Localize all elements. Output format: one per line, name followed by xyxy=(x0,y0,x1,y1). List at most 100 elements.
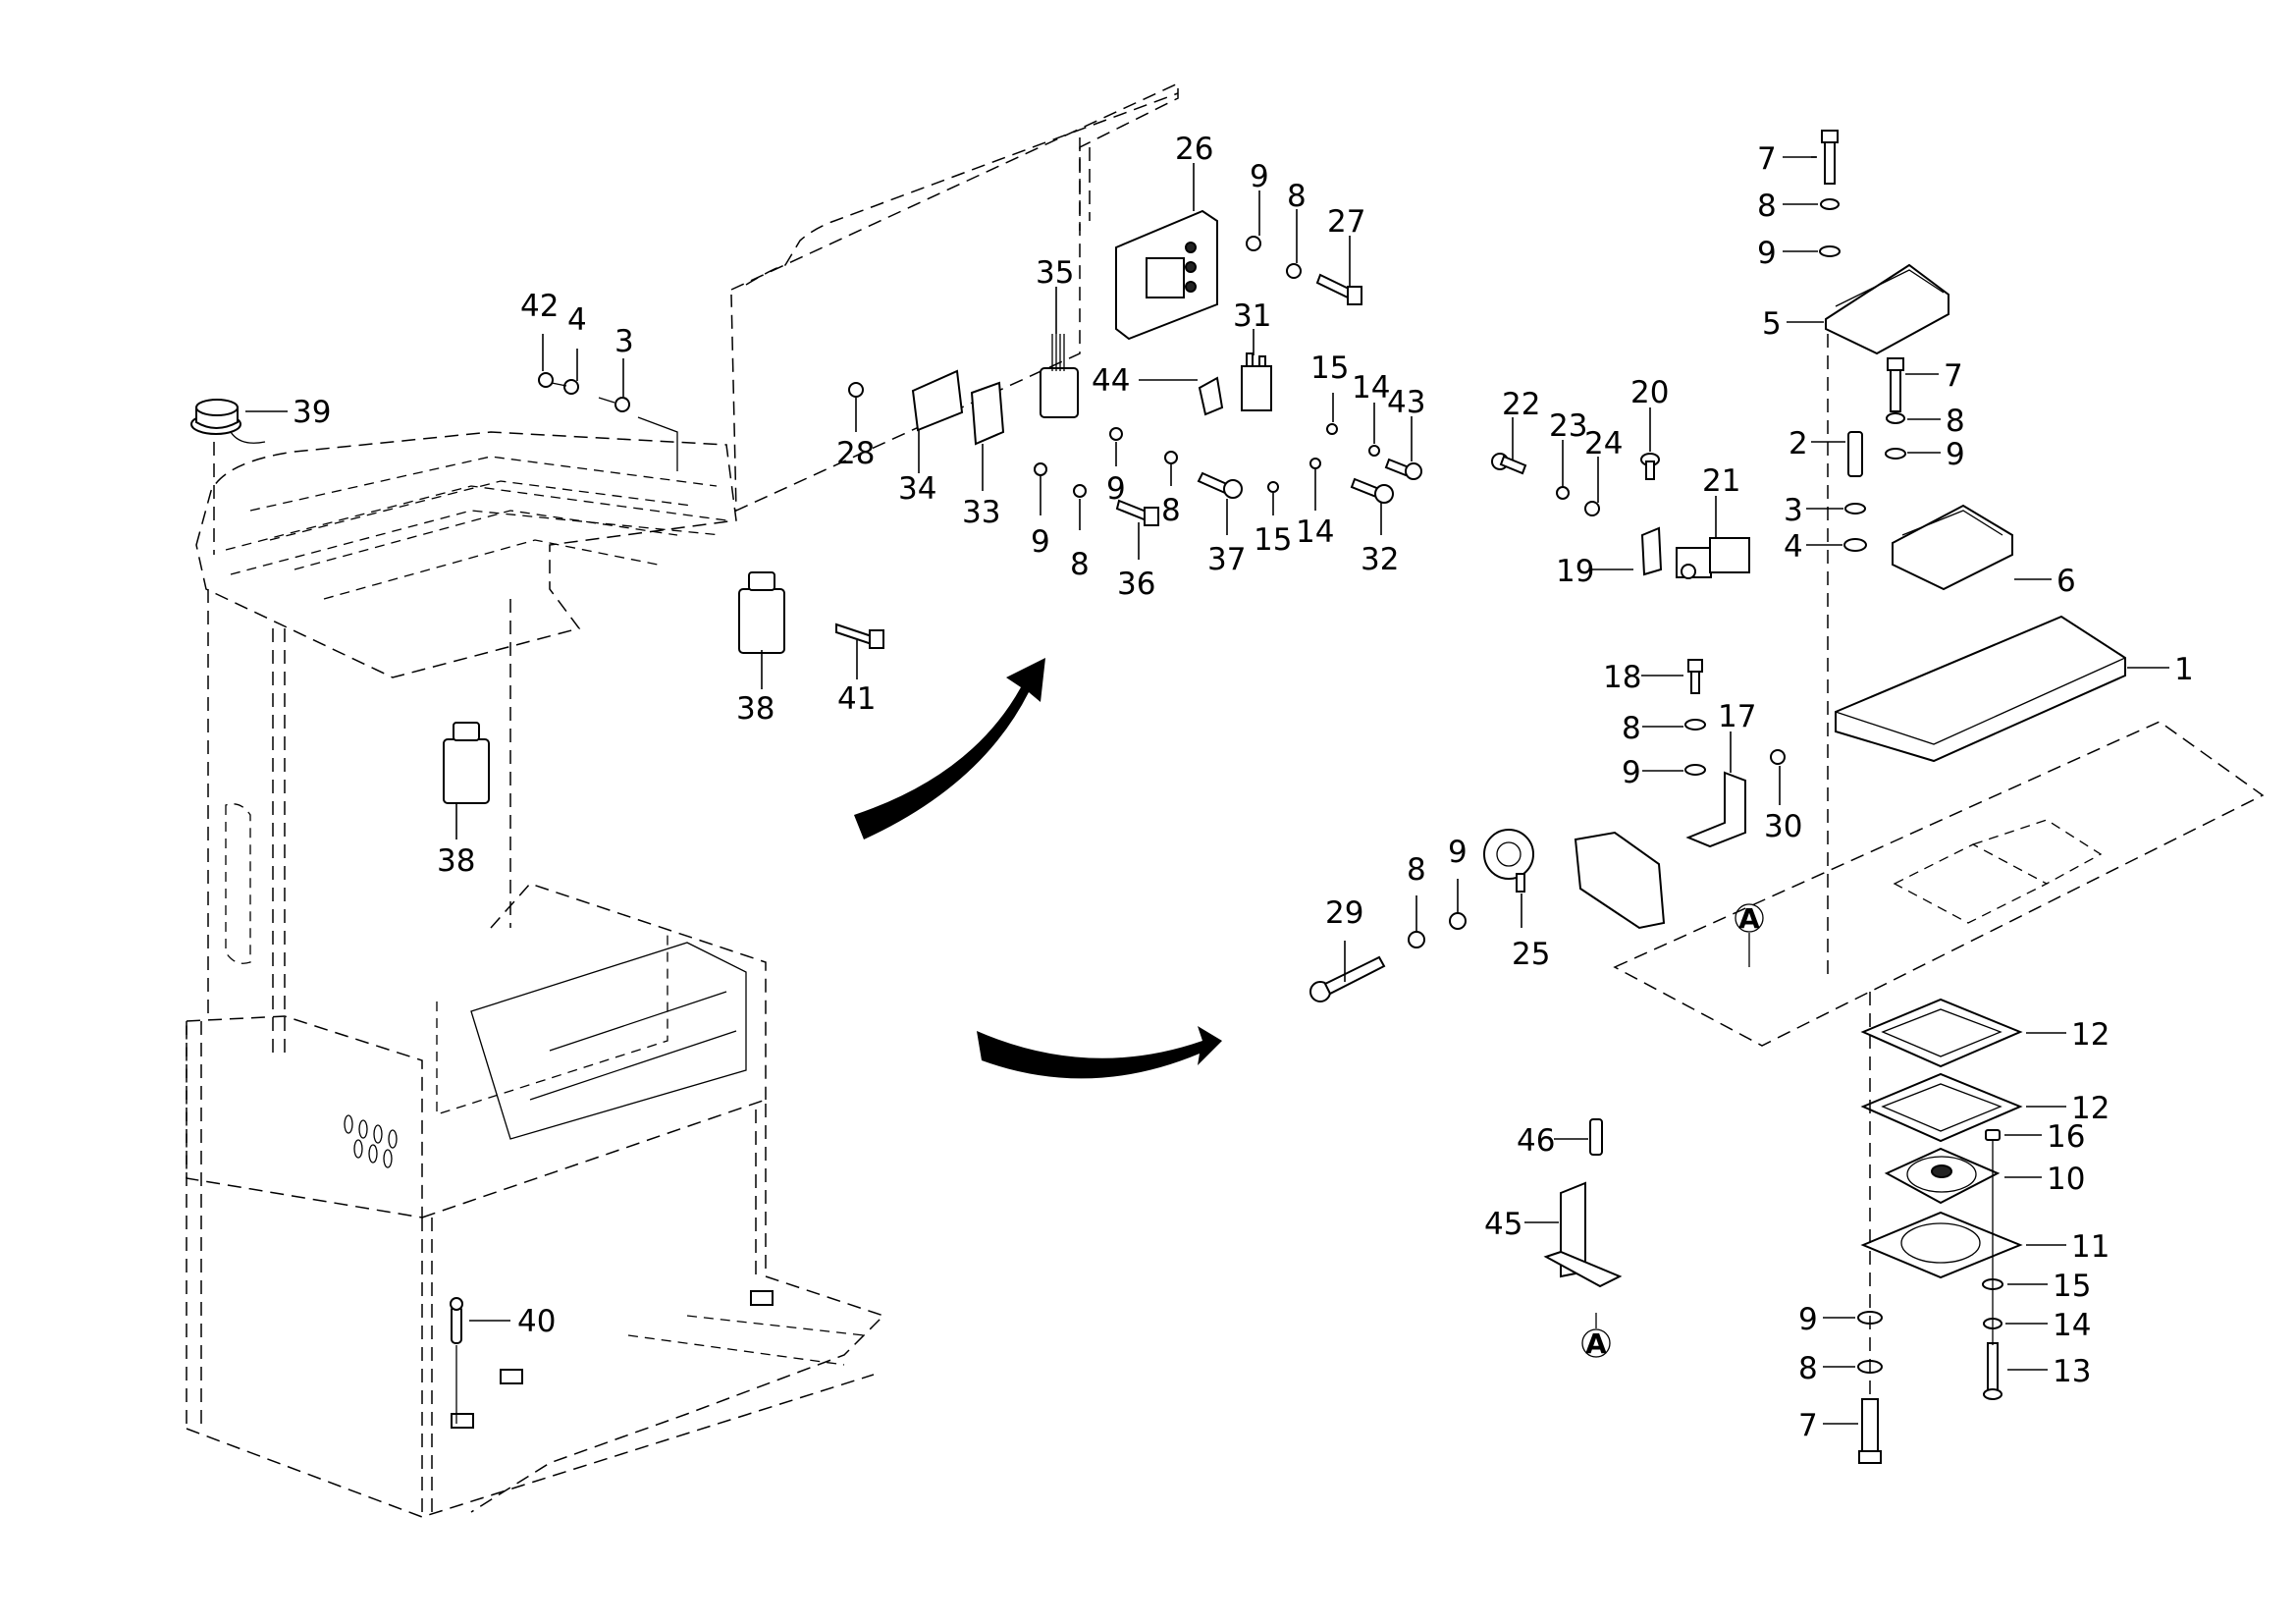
washer-icon xyxy=(1819,245,1841,257)
washer-icon xyxy=(1164,451,1178,464)
callout-38-upper: 38 xyxy=(736,691,774,727)
washer-icon xyxy=(1886,412,1905,424)
washer-icon xyxy=(1408,931,1425,948)
washer-icon xyxy=(1073,484,1087,498)
callout-5: 5 xyxy=(1762,306,1782,342)
bolt-icon xyxy=(1821,130,1839,185)
callout-46: 46 xyxy=(1517,1123,1555,1159)
callout-13: 13 xyxy=(2053,1354,2091,1389)
callout-9-mid: 9 xyxy=(1946,437,1965,472)
callout-9-top: 9 xyxy=(1757,236,1777,271)
callout-15-lower: 15 xyxy=(1254,522,1292,558)
socket-screw-icon xyxy=(1491,453,1527,475)
callout-8-bottom: 8 xyxy=(1798,1351,1818,1386)
relay-icon xyxy=(1241,352,1272,411)
washer-icon xyxy=(848,382,864,398)
callout-12-upper: 12 xyxy=(2071,1017,2109,1053)
washer-icon xyxy=(1246,236,1261,251)
svg-text:A: A xyxy=(1738,902,1760,935)
callout-2: 2 xyxy=(1789,426,1808,461)
callout-26: 26 xyxy=(1175,132,1213,167)
callout-4-right: 4 xyxy=(1784,529,1803,565)
callout-43: 43 xyxy=(1387,385,1425,420)
socket-screw-icon xyxy=(1847,431,1863,477)
svg-text:A: A xyxy=(1585,1327,1607,1360)
callout-9-right-cluster: 9 xyxy=(1622,755,1641,790)
controller-icon xyxy=(1115,209,1218,341)
washer-icon xyxy=(1109,427,1123,441)
callout-45: 45 xyxy=(1484,1207,1522,1242)
callout-7-mid: 7 xyxy=(1944,358,1963,394)
callout-16: 16 xyxy=(2047,1119,2085,1155)
callout-3-right: 3 xyxy=(1784,493,1803,528)
gasket-frame-icon xyxy=(1860,1072,2023,1143)
washer-icon xyxy=(1684,764,1706,776)
motor-controller-icon xyxy=(1825,263,1949,982)
callout-8-right-cluster: 8 xyxy=(1622,711,1641,746)
washer-icon xyxy=(1844,503,1866,514)
callout-11: 11 xyxy=(2071,1229,2109,1265)
callout-22: 22 xyxy=(1502,387,1540,422)
callout-8-mid-right: 8 xyxy=(1161,493,1181,528)
callout-28: 28 xyxy=(836,436,875,471)
pin-icon xyxy=(450,1297,463,1424)
callout-12-lower: 12 xyxy=(2071,1091,2109,1126)
washer-icon xyxy=(1843,538,1867,552)
callout-8-top: 8 xyxy=(1757,189,1777,224)
callout-4: 4 xyxy=(567,302,587,338)
callout-30: 30 xyxy=(1764,809,1802,844)
callout-39: 39 xyxy=(293,395,331,430)
callout-labels: 39 42 4 3 38 41 38 40 26 9 8 27 35 31 44… xyxy=(245,132,2194,1443)
callout-8-mid-left: 8 xyxy=(1070,547,1090,582)
washer-icon xyxy=(1885,448,1906,460)
callout-38-lower: 38 xyxy=(437,843,475,879)
callout-8-lower-left: 8 xyxy=(1407,852,1426,888)
actuator-assembly-icon xyxy=(1574,831,1666,930)
callout-20: 20 xyxy=(1630,375,1669,410)
screw-icon xyxy=(1983,1342,2002,1400)
callout-40: 40 xyxy=(517,1304,556,1339)
motor-controller-icon xyxy=(1892,504,2013,591)
vent-grille-icon xyxy=(344,1114,398,1168)
callout-35: 35 xyxy=(1036,255,1074,291)
callout-14-lower: 14 xyxy=(1296,514,1334,550)
callout-32: 32 xyxy=(1361,542,1399,577)
mounting-plate-icon xyxy=(1835,615,2126,763)
washer-icon xyxy=(1368,445,1380,457)
cooling-fan-icon xyxy=(1884,1147,2001,1205)
truck-body-outline xyxy=(186,431,885,1518)
nut-icon xyxy=(1770,749,1786,765)
callout-7-top: 7 xyxy=(1757,141,1777,177)
callout-14-upper: 14 xyxy=(1352,370,1390,406)
callout-8: 8 xyxy=(1287,179,1307,214)
work-light-icon xyxy=(443,571,785,804)
socket-screw-icon xyxy=(1309,955,1386,1002)
mounting-board-outline xyxy=(730,81,1179,513)
gasket-frame-icon xyxy=(1860,998,2023,1068)
callout-6: 6 xyxy=(2056,564,2076,599)
beacon-lamp-icon xyxy=(190,399,266,555)
callout-9-lower-left: 9 xyxy=(1448,835,1468,870)
callout-42: 42 xyxy=(520,289,559,324)
callout-21: 21 xyxy=(1702,463,1740,499)
callout-9: 9 xyxy=(1250,159,1269,194)
socket-screw-icon xyxy=(1350,477,1394,504)
callout-1: 1 xyxy=(2174,652,2194,687)
washer-icon xyxy=(1449,912,1467,930)
screw-icon xyxy=(1384,458,1422,480)
callout-9-mid-left: 9 xyxy=(1031,524,1050,560)
callout-27: 27 xyxy=(1327,204,1365,240)
bracket-icon xyxy=(970,381,1005,446)
base-plate-outline xyxy=(1613,721,2265,1047)
callout-9-bottom: 9 xyxy=(1798,1302,1818,1337)
fan-plate-icon xyxy=(1860,1211,2023,1279)
cable-holder-icon xyxy=(1543,1181,1623,1288)
callout-23: 23 xyxy=(1549,408,1587,444)
reference-marker-a-lower: A xyxy=(1581,1313,1611,1360)
callout-41: 41 xyxy=(837,681,876,717)
washer-icon xyxy=(1684,719,1706,731)
screw-icon xyxy=(1640,453,1660,480)
assembly-direction-arrow-upper xyxy=(854,658,1045,839)
callout-19: 19 xyxy=(1556,554,1594,589)
bolt-icon xyxy=(1858,1398,1882,1464)
